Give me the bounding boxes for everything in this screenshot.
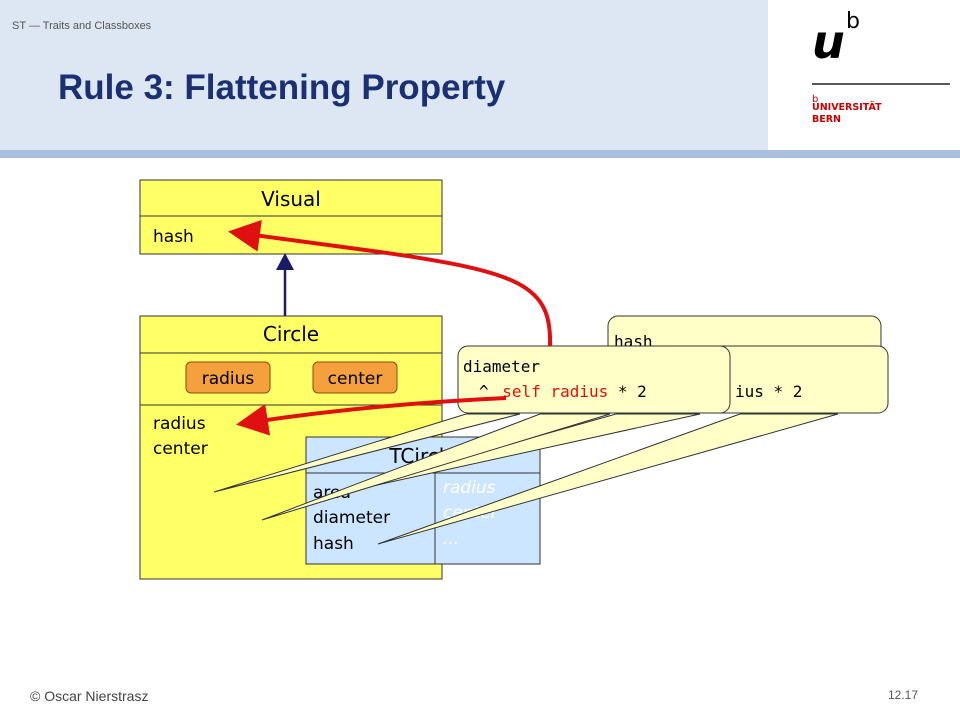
page-number: 12.17: [888, 688, 919, 702]
course-title: ST — Traits and Classboxes: [12, 20, 152, 32]
trait-tag-center-label: center: [328, 369, 383, 389]
callout-times-two: * 2: [618, 382, 647, 401]
logo-line1: UNIVERSITÄT: [812, 102, 882, 113]
trait-required-ellipsis: ...: [443, 529, 459, 549]
logo-small-b: b: [812, 94, 818, 105]
logo-mark: u: [812, 15, 845, 69]
callout-caret: ^: [479, 382, 489, 401]
footer-author: © Oscar Nierstrasz: [30, 688, 149, 704]
trait-tag-radius: [185, 361, 271, 394]
visual-method-hash: hash: [153, 227, 194, 247]
trait-tag-center: [312, 361, 398, 394]
header-divider: [0, 150, 960, 158]
logo-line2: BERN: [812, 114, 841, 125]
super-hash-arrow: [228, 219, 553, 347]
visual-class: Visual hash: [139, 179, 443, 255]
inheritance-arrow: [276, 253, 294, 316]
diameter-callout-line1: diameter: [463, 357, 540, 376]
callout-self-radius: self radius: [502, 382, 608, 401]
diameter-callout: diameter ^ self radius * 2: [457, 345, 731, 414]
trait-required-radius: radius: [443, 478, 496, 498]
circle-method-center: center: [153, 439, 208, 459]
university-logo: u b b UNIVERSITÄT BERN: [812, 9, 950, 125]
circle-class-name: Circle: [263, 322, 319, 346]
svg-text:^ self radius * 2: ^ self radius * 2: [479, 382, 647, 401]
slide-title: Rule 3: Flattening Property: [58, 68, 506, 107]
self-radius-arrow: [236, 396, 507, 436]
circle-method-radius: radius: [153, 414, 206, 434]
logo-superscript: b: [846, 9, 860, 34]
visual-class-name: Visual: [261, 187, 321, 211]
trait-tag-radius-label: radius: [202, 369, 255, 389]
trait-provided-diameter: diameter: [313, 508, 390, 528]
callout-pointers: [213, 413, 839, 545]
diameter-callout-back-text: ius * 2: [735, 382, 802, 401]
slide-header: [0, 0, 768, 150]
trait-provided-hash: hash: [313, 534, 354, 554]
